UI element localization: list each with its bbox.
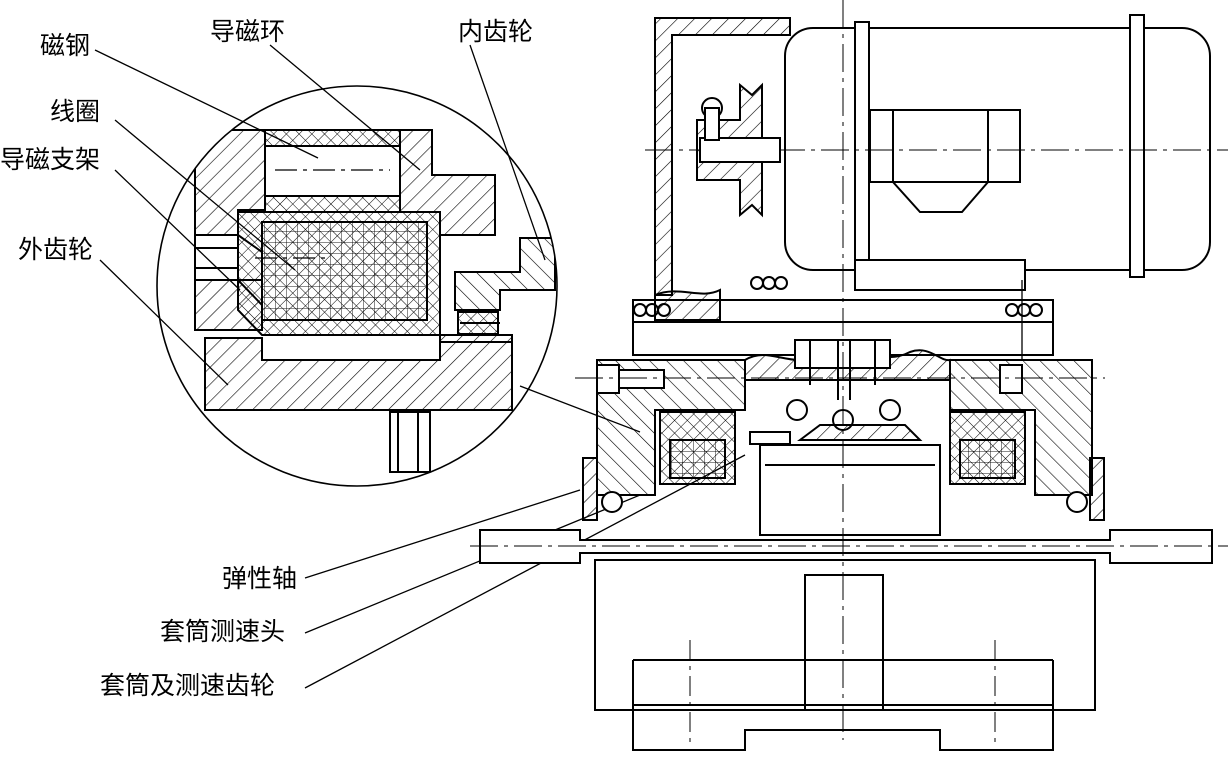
label-sleeve-speed-gear: 套筒及测速齿轮 — [100, 671, 276, 700]
inner-gear-part — [454, 237, 556, 311]
coil-part — [261, 221, 428, 321]
leader-elastic-shaft — [304, 489, 581, 579]
sensor-housing-right — [949, 359, 1093, 496]
leader-flux-ring — [269, 44, 421, 171]
outer-gear-part — [204, 334, 513, 411]
label-sleeve-speed-head: 套筒测速头 — [160, 617, 286, 646]
label-flux-bracket: 导磁支架 — [0, 145, 101, 174]
magnet-part — [264, 129, 401, 147]
leader-lines — [94, 44, 746, 689]
sleeve — [759, 444, 941, 536]
label-magnet: 磁钢 — [40, 31, 91, 60]
leader-sleeve-gear — [304, 454, 746, 689]
label-elastic-shaft: 弹性轴 — [222, 564, 298, 593]
leader-inner-gear — [469, 44, 546, 261]
leader-magnet — [94, 49, 319, 159]
leader-outer-gear — [99, 259, 229, 386]
label-inner-gear: 内齿轮 — [458, 17, 534, 46]
motor-foot — [854, 259, 1026, 291]
leader-coil — [114, 119, 296, 271]
main-assembly — [470, 0, 1228, 751]
label-coil: 线圈 — [50, 97, 101, 126]
label-flux-ring: 导磁环 — [210, 17, 286, 46]
detail-circle — [156, 85, 558, 487]
magnified-detail — [156, 85, 558, 487]
leader-flux-bracket — [114, 169, 241, 291]
label-outer-gear: 外齿轮 — [18, 235, 94, 264]
